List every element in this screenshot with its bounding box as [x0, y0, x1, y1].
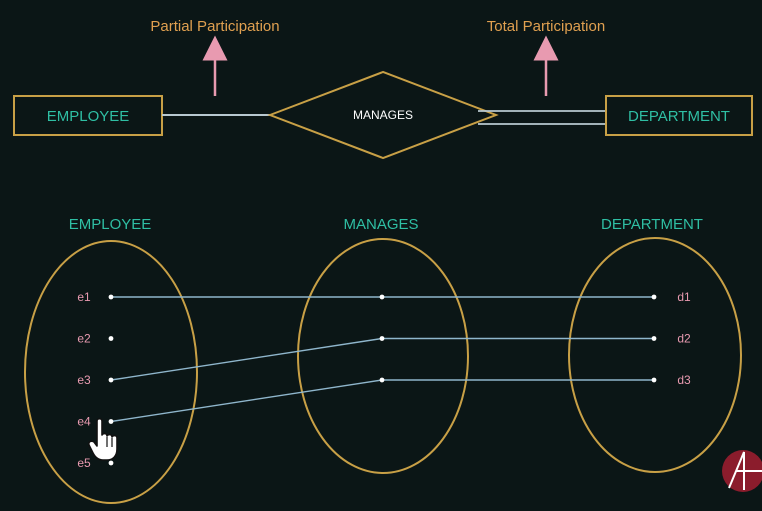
employee-set-ellipse — [24, 240, 198, 504]
employee-dot — [108, 336, 114, 341]
department-set-ellipse — [568, 237, 742, 473]
employee-label: e1 — [77, 290, 91, 304]
relationship-instance-dot — [379, 377, 385, 383]
manages-set-ellipse — [297, 238, 469, 474]
hand-pointer-icon — [88, 417, 118, 461]
relationship-manages-label: MANAGES — [353, 108, 413, 122]
department-label: d3 — [677, 373, 691, 387]
mapping-line-employee-relationship — [110, 337, 383, 381]
employee-elements: e1 e2 e3 e4 e5 — [77, 290, 114, 470]
entity-employee: EMPLOYEE — [13, 95, 163, 136]
department-label: d1 — [677, 290, 691, 304]
employee-dot — [108, 419, 114, 424]
employee-label: e2 — [77, 332, 91, 346]
employee-label: e5 — [77, 456, 91, 470]
set-manages-title: MANAGES — [343, 216, 418, 233]
entity-department: DEPARTMENT — [605, 95, 753, 136]
relationship-manages: MANAGES — [267, 70, 499, 160]
department-dot — [651, 294, 657, 300]
relationship-instance-dot — [379, 336, 385, 341]
department-elements: d1 d2 d3 — [651, 290, 691, 387]
department-dot — [651, 377, 657, 383]
relationship-instance-dot — [379, 294, 385, 300]
double-line-connector — [478, 110, 606, 125]
department-label: d2 — [677, 332, 691, 346]
total-participation-label: Total Participation — [487, 18, 605, 35]
logo-icon — [722, 450, 762, 492]
entity-department-label: DEPARTMENT — [628, 108, 730, 125]
partial-participation-label: Partial Participation — [150, 18, 279, 35]
relationship-instances — [379, 294, 385, 383]
employee-label: e4 — [77, 415, 91, 429]
employee-dot — [108, 460, 114, 466]
employee-dot — [108, 377, 114, 383]
mapping-lines — [110, 296, 654, 423]
employee-label: e3 — [77, 373, 91, 387]
set-department-title: DEPARTMENT — [601, 216, 703, 233]
department-dot — [651, 336, 657, 341]
employee-dot — [108, 294, 114, 300]
entity-employee-label: EMPLOYEE — [47, 108, 130, 125]
mapping-line-employee-relationship — [110, 379, 383, 423]
set-employee-title: EMPLOYEE — [69, 216, 152, 233]
